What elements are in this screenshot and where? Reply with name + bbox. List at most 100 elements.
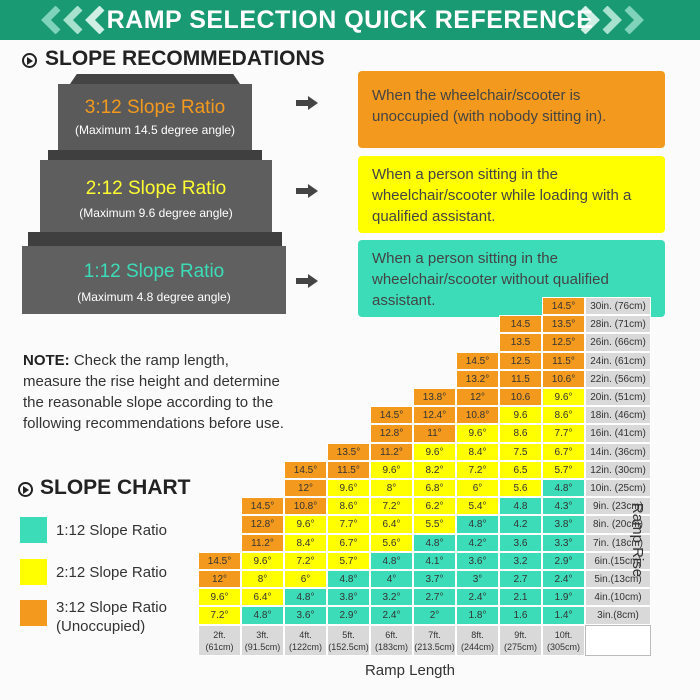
slope-cell: 9.6° [198,588,241,607]
slope-cell: 11.2° [370,442,413,461]
slope-cell: 9.6° [284,515,327,534]
slope-cell: 5.7° [327,551,370,570]
row-label: 26in. (66cm) [585,333,651,352]
slope-cell: 3.2° [370,588,413,607]
slope-cell: 7.2° [198,606,241,625]
slope-cell: 4.8° [413,533,456,552]
slope-cell: 10.8° [456,406,499,425]
slope-cell: 7.2° [370,497,413,516]
slope-cell: 4.8 [499,497,542,516]
slope-cell: 9.6° [413,442,456,461]
slope-cell: 11° [413,424,456,443]
column-label-ft: 5ft. [342,629,355,640]
slope-cell: 7.2° [456,460,499,479]
page-title: RAMP SELECTION QUICK REFERENCE [106,6,594,34]
slope-cell: 1.9° [542,588,585,607]
slope-cell: 4.8° [327,570,370,589]
step-1-12-subtitle: (Maximum 4.8 degree angle) [77,290,231,304]
column-label-ft: 10ft. [554,629,573,640]
slope-cell: 5.6 [499,479,542,498]
slope-cell: 14.5° [456,351,499,370]
slope-cell: 8° [370,479,413,498]
legend-label-3-12-line2: (Unoccupied) [56,618,146,635]
row-label: 14in. (36cm) [585,442,651,461]
slope-cell: 9.6° [370,460,413,479]
slope-cell: 1.8° [456,606,499,625]
row-label: 9in. (23cm) [585,497,651,516]
slope-cell: 6° [456,479,499,498]
legend-label-3-12-line1: 3:12 Slope Ratio [56,599,167,616]
column-label-ft: 6ft. [385,629,398,640]
column-label-cm: (213.5cm) [414,641,455,652]
row-label: 3in.(8cm) [585,606,651,625]
step-2-12 [40,160,272,232]
slope-cell: 6.5 [499,460,542,479]
slope-chart-heading: SLOPE CHART [40,476,191,499]
slope-cell: 7.7° [542,424,585,443]
row-label: 10in. (25cm) [585,479,651,498]
slope-cell: 3.8° [327,588,370,607]
step-1-12-title: 1:12 Slope Ratio [83,261,225,282]
row-label: 12in. (30cm) [585,460,651,479]
slope-cell: 2.9° [542,551,585,570]
slope-cell: 5.7° [542,460,585,479]
slope-cell: 8.2° [413,460,456,479]
row-label: 18in. (46cm) [585,406,651,425]
y-axis-title: Ramp Rise [629,502,646,578]
slope-cell: 12.4° [413,406,456,425]
slope-cell: 6.8° [413,479,456,498]
row-label: 5in.(13cm) [585,570,651,589]
step-3-12 [58,84,252,150]
column-label-cm: (152.5cm) [328,641,369,652]
slope-cell: 3.3° [542,533,585,552]
slope-cell: 5.4° [456,497,499,516]
slope-cell: 2.1 [499,588,542,607]
slope-cell: 4.2 [499,515,542,534]
row-label: 20in. (51cm) [585,388,651,407]
row-label: 8in. (20cm) [585,515,651,534]
slope-cell: 10.8° [284,497,327,516]
slope-cell: 12° [198,570,241,589]
recommendation-unoccupied: When the wheelchair/scooter is unoccupie… [358,71,665,148]
row-label: 22in. (56cm) [585,369,651,388]
column-label: 10ft.(305cm) [542,624,585,656]
slope-cell: 7.7° [327,515,370,534]
legend-swatch-1-12 [20,517,47,543]
legend-swatch-2-12 [20,559,47,585]
slope-cell: 10.6° [542,369,585,388]
step-1-12 [22,246,286,314]
row-label: 4in.(10cm) [585,588,651,607]
column-label: 2ft.(61cm) [198,624,241,656]
header-banner [0,0,700,40]
legend-label-2-12: 2:12 Slope Ratio [56,564,167,581]
slope-cell: 4.8° [241,606,284,625]
chevron-left-icons [41,6,105,34]
slope-cell: 3° [456,570,499,589]
arrow-right-icon [296,96,318,110]
slope-cell: 6° [284,570,327,589]
step-low-face [28,232,282,246]
slope-cell: 4.8° [370,551,413,570]
row-label: 24in. (61cm) [585,351,651,370]
slope-cell: 12.8° [241,515,284,534]
slope-cell: 2.9° [327,606,370,625]
step-2-12-subtitle: (Maximum 9.6 degree angle) [79,206,233,220]
slope-cell: 4.8° [542,479,585,498]
step-top-face [70,74,240,84]
slope-cell: 5.6° [370,533,413,552]
slope-cell: 9.6° [241,551,284,570]
slope-cell: 14.5 [499,315,542,334]
slope-cell: 4.8° [456,515,499,534]
slope-cell: 1.4° [542,606,585,625]
slope-cell: 13.5 [499,333,542,352]
slope-cell: 13.5° [542,315,585,334]
slope-cell: 4.8° [284,588,327,607]
slope-cell: 13.2° [456,369,499,388]
slope-cell: 4° [370,570,413,589]
slope-cell: 2.4° [542,570,585,589]
slope-cell: 12.5 [499,351,542,370]
slope-cell: 3.6° [456,551,499,570]
slope-cell: 4.2° [456,533,499,552]
row-label: 16in. (41cm) [585,424,651,443]
slope-cell: 14.5° [370,406,413,425]
